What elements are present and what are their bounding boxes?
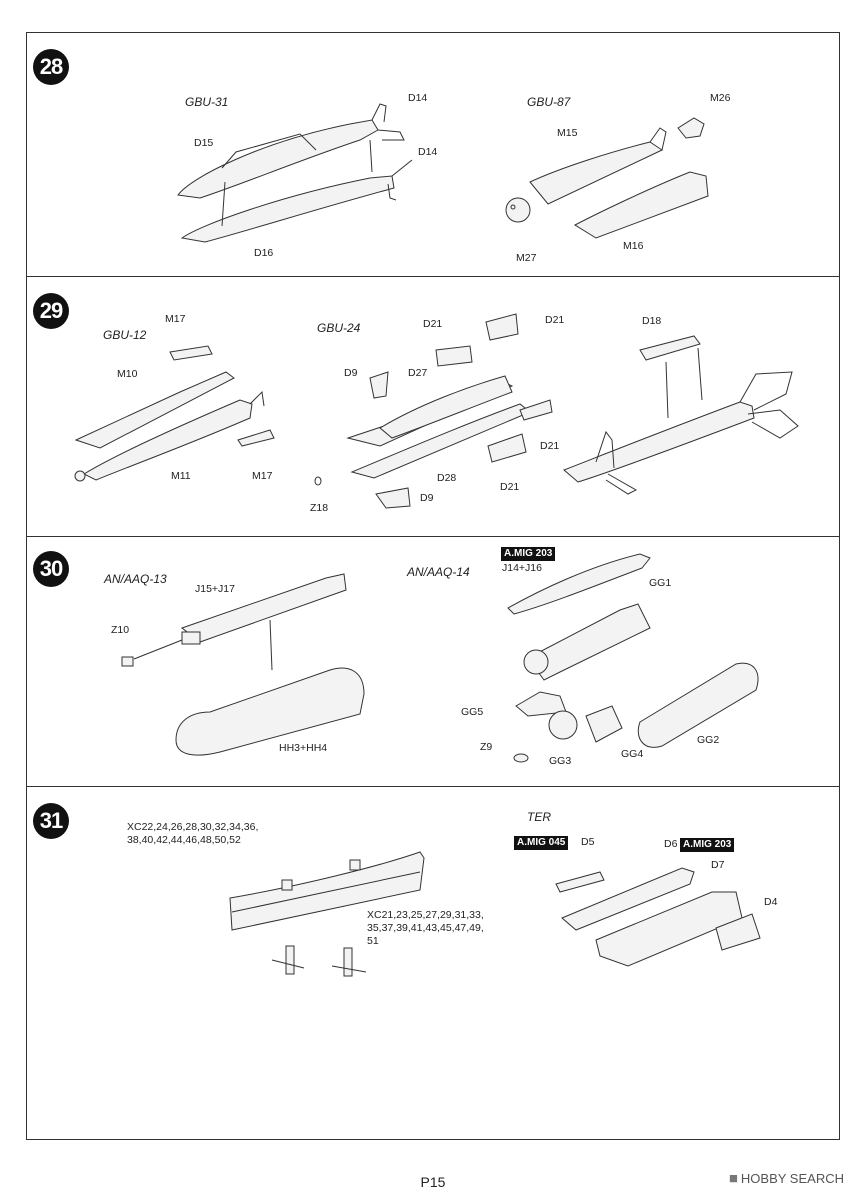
aftermarket-tag: A.MIG 203 xyxy=(501,547,556,561)
part-label: D14 xyxy=(418,146,438,158)
part-label: GG3 xyxy=(549,755,572,767)
part-label: M15 xyxy=(557,127,578,139)
part-label: Z18 xyxy=(310,502,329,514)
part-label: D9 xyxy=(344,367,358,379)
title-gbu-12: GBU-12 xyxy=(103,328,147,342)
gbu-24-assembled-drawing xyxy=(563,335,799,495)
step-badge-28: 28 xyxy=(33,49,69,85)
aftermarket-tag: A.MIG 045 xyxy=(514,836,569,850)
part-label: J15+J17 xyxy=(195,583,235,595)
part-label: D21 xyxy=(500,481,520,493)
divider-29-30 xyxy=(27,536,839,537)
watermark: ■HOBBY SEARCH xyxy=(729,1170,844,1187)
divider-28-29 xyxy=(27,276,839,277)
part-label: D28 xyxy=(437,472,457,484)
instruction-frame xyxy=(26,32,840,1140)
gbu-12-drawing xyxy=(74,345,275,482)
part-label: D9 xyxy=(420,492,434,504)
part-label: D21 xyxy=(423,318,443,330)
aftermarket-tag: A.MIG 203 xyxy=(680,838,735,852)
title-gbu-87: GBU-87 xyxy=(527,95,571,109)
page-number: P15 xyxy=(420,1174,446,1190)
gbu-24-drawing xyxy=(314,313,553,509)
title-ter: TER xyxy=(527,810,551,824)
title-an-aaq-13: AN/AAQ-13 xyxy=(104,572,167,586)
part-label: GG5 xyxy=(461,706,484,718)
part-label: HH3+HH4 xyxy=(279,742,328,754)
xc-odd-parts-list: XC21,23,25,27,29,31,33, 35,37,39,41,43,4… xyxy=(367,909,484,947)
part-label: D7 xyxy=(711,859,725,871)
part-label: GG2 xyxy=(697,734,720,746)
part-label: M17 xyxy=(165,313,186,325)
watermark-text: HOBBY SEARCH xyxy=(740,1171,844,1186)
part-label: D18 xyxy=(642,315,662,327)
part-label: D15 xyxy=(194,137,214,149)
title-an-aaq-14: AN/AAQ-14 xyxy=(407,565,470,579)
part-label: J14+J16 xyxy=(502,562,542,574)
part-label: M11 xyxy=(171,470,191,482)
xc-even-parts-list: XC22,24,26,28,30,32,34,36, 38,40,42,44,4… xyxy=(127,821,259,846)
title-gbu-31: GBU-31 xyxy=(185,95,229,109)
title-gbu-24: GBU-24 xyxy=(317,321,361,335)
part-label: Z9 xyxy=(480,741,493,753)
part-label: D27 xyxy=(408,367,428,379)
gbu-87-drawing xyxy=(505,117,709,239)
an-aaq-14-drawing xyxy=(507,553,759,763)
part-label: M26 xyxy=(710,92,731,104)
part-label: D14 xyxy=(408,92,428,104)
part-label: D6 xyxy=(664,838,678,850)
part-label: M17 xyxy=(252,470,273,482)
step-badge-31: 31 xyxy=(33,803,69,839)
part-label: Z10 xyxy=(111,624,130,636)
divider-30-31 xyxy=(27,786,839,787)
part-label: GG4 xyxy=(621,748,644,760)
part-label: D21 xyxy=(545,314,565,326)
part-label: GG1 xyxy=(649,577,672,589)
part-label: M27 xyxy=(516,252,537,264)
step-badge-30: 30 xyxy=(33,551,69,587)
an-aaq-13-drawing xyxy=(121,573,365,756)
part-label: D16 xyxy=(254,247,274,259)
part-label: M10 xyxy=(117,368,138,380)
part-label: D21 xyxy=(540,440,560,452)
pylon-drawing xyxy=(229,851,425,977)
ter-drawing xyxy=(555,867,761,967)
part-label: M16 xyxy=(623,240,644,252)
part-label: D5 xyxy=(581,836,595,848)
part-label: D4 xyxy=(764,896,778,908)
step-badge-29: 29 xyxy=(33,293,69,329)
gbu-31-drawing xyxy=(177,103,413,243)
hobby-search-logo-icon: ■ xyxy=(728,1170,738,1187)
